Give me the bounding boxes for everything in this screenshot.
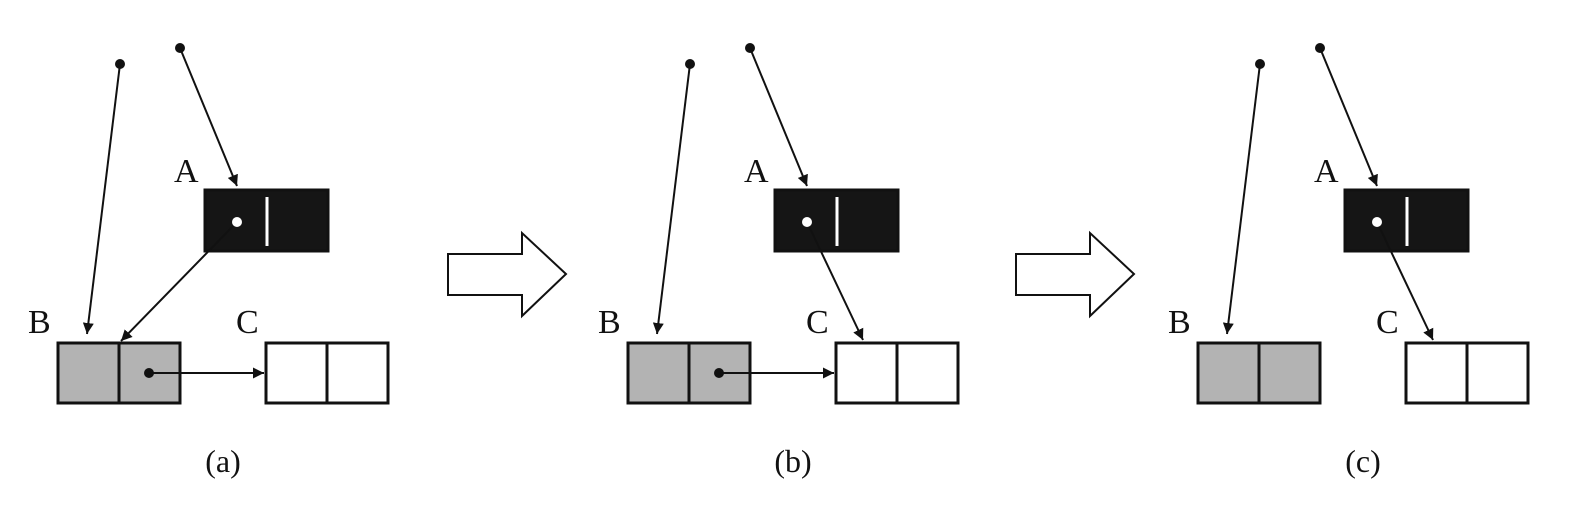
pointer-a-origin (1372, 217, 1382, 227)
node-c-label: C (236, 304, 259, 341)
pointer-b-origin (714, 368, 724, 378)
root-pointer-to-b (652, 63, 691, 335)
root-dot-1 (1255, 59, 1265, 69)
pointer-a-to-c (806, 221, 864, 341)
root-pointer-to-b (82, 63, 121, 335)
hollow-right-arrow-icon (1015, 230, 1136, 319)
panel-caption: (c) (1345, 443, 1381, 479)
pointer-a-origin (232, 217, 242, 227)
root-dot-1 (685, 59, 695, 69)
panel-a: A B C (a) (28, 43, 390, 479)
panel-caption: (a) (205, 443, 241, 479)
root-dot-1 (115, 59, 125, 69)
root-pointer-to-a (749, 47, 808, 187)
panel-c: A B C (c) (1168, 43, 1530, 479)
panel-caption: (b) (774, 443, 811, 479)
hollow-right-arrow-icon (447, 230, 568, 319)
panel-b: A B C (b) (598, 43, 960, 479)
node-c-label: C (1376, 304, 1399, 341)
pointer-a-origin (802, 217, 812, 227)
pointer-a-to-b (120, 221, 238, 342)
node-a-label: A (1314, 153, 1339, 190)
node-b-label: B (28, 304, 51, 341)
root-pointer-to-a (179, 47, 238, 187)
node-b-label: B (598, 304, 621, 341)
node-a-label: A (744, 153, 769, 190)
pointer-b-origin (144, 368, 154, 378)
node-c-label: C (806, 304, 829, 341)
node-b-label: B (1168, 304, 1191, 341)
pointer-a-to-c (1376, 221, 1434, 341)
root-pointer-to-b (1222, 63, 1261, 335)
node-a-label: A (174, 153, 199, 190)
root-pointer-to-a (1319, 47, 1378, 187)
